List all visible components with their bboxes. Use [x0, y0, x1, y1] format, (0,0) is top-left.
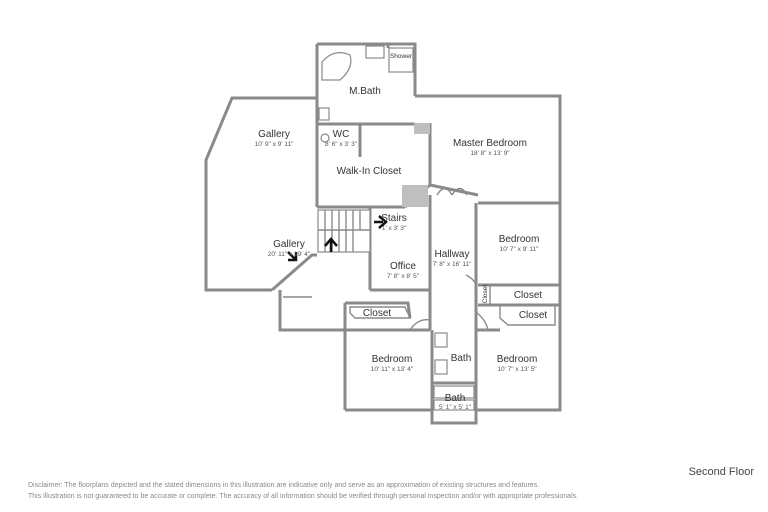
arrow-right-icon [374, 215, 388, 229]
tub-icon [433, 399, 475, 411]
structural-blocks [402, 123, 430, 207]
room-label: Gallery [258, 129, 290, 140]
room-labels: M.Bath Shower WC 8' 6" x 3' 3" Master Be… [255, 53, 548, 411]
toilet-icon [434, 359, 448, 375]
bathtub-icon [321, 52, 352, 81]
arrow-up-icon [324, 237, 338, 252]
room-label: Bedroom [499, 234, 540, 245]
room-dimensions: 5' 1" x 5' 1" [439, 404, 472, 411]
room-label: Bath [451, 353, 472, 364]
room-label: Closet [363, 308, 392, 319]
toilet-bowl-icon [320, 133, 330, 143]
stair-arrows [287, 215, 388, 262]
fixtures [318, 45, 475, 411]
room-dimensions: 1' x 3' 3" [382, 225, 407, 232]
room-label: Office [390, 261, 416, 272]
room-label: Closet [482, 285, 489, 304]
door-swings [409, 187, 489, 331]
room-label: Stairs [381, 213, 407, 224]
room-dimensions: 8' 6" x 3' 3" [325, 141, 358, 148]
room-dimensions: 10' 9" x 9' 11" [255, 141, 294, 148]
shower-icon [388, 47, 414, 73]
room-label: Shower [390, 53, 413, 60]
room-dimensions: 10' 11" x 13' 4" [371, 366, 414, 373]
room-label: Bedroom [372, 354, 413, 365]
room-dimensions: 20' 11" x 19' 4" [268, 251, 311, 258]
room-dimensions: 18' 8" x 13' 9" [470, 150, 510, 157]
sink-icon [434, 332, 448, 348]
walls [204, 42, 562, 425]
room-dimensions: 10' 7" x 13' 5" [497, 366, 537, 373]
room-label: Closet [519, 310, 548, 321]
arrow-diagonal-icon [287, 251, 298, 262]
toilet-icon [318, 107, 330, 121]
room-label: Bedroom [497, 354, 538, 365]
room-label: Hallway [434, 249, 469, 260]
room-label: Master Bedroom [453, 138, 527, 149]
room-label: Gallery [273, 239, 305, 250]
room-label: Walk-In Closet [337, 166, 402, 177]
room-dimensions: 7' 8" x 16' 11" [433, 261, 472, 268]
room-label: Closet [514, 290, 543, 301]
floor-label: Second Floor [688, 466, 754, 478]
room-label: Bath [445, 393, 466, 404]
disclaimer-line-2: This illustration is not guaranteed to b… [28, 493, 579, 500]
disclaimer-line-1: Disclaimer: The floorplans depicted and … [28, 482, 540, 489]
room-dimensions: 10' 7" x 9' 11" [500, 246, 539, 253]
room-dimensions: 7' 8" x 8' 5" [387, 273, 420, 280]
room-label: WC [333, 129, 350, 140]
tub-icon [433, 385, 475, 399]
room-label: M.Bath [349, 86, 381, 97]
sink-icon [365, 45, 385, 59]
